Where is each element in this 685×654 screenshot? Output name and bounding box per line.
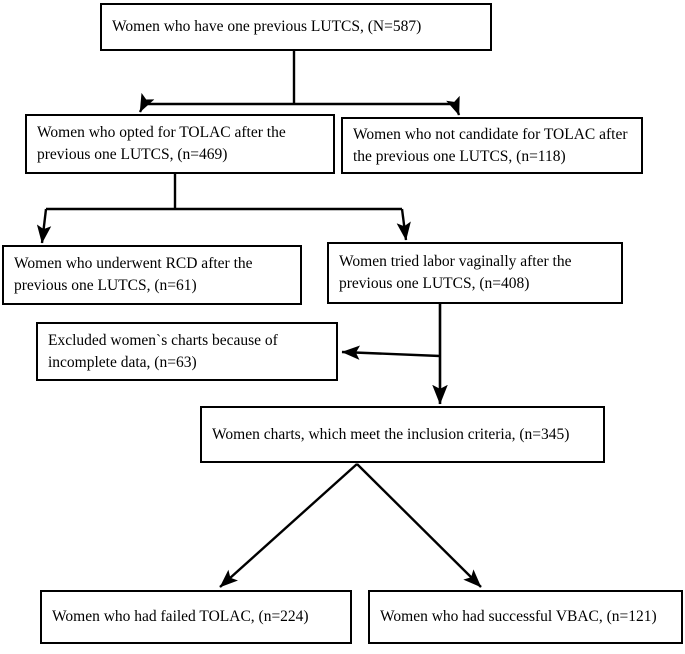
node-label: Excluded women`s charts because of incom… xyxy=(48,331,278,371)
node-label: Women who not candidate for TOLAC after … xyxy=(353,125,628,165)
node-women-underwent-rcd: Women who underwent RCD after the previo… xyxy=(2,245,302,305)
edge-root-to-not-candidate xyxy=(446,95,461,116)
node-label: Women charts, which meet the inclusion c… xyxy=(212,425,570,443)
node-label: Women who opted for TOLAC after the prev… xyxy=(37,124,286,163)
node-women-one-previous-lutcs: Women who have one previous LUTCS, (N=58… xyxy=(100,3,492,51)
node-women-charts-meet-inclusion-criteria: Women charts, which meet the inclusion c… xyxy=(200,406,605,463)
node-women-failed-tolac: Women who had failed TOLAC, (n=224) xyxy=(40,590,352,644)
edge-root-to-tolac xyxy=(138,92,155,113)
edge-tolac-to-tried-labor xyxy=(396,208,411,241)
edge-inclusion-to-failed-tolac xyxy=(219,463,358,588)
node-women-tried-labor-vaginally: Women tried labor vaginally after the pr… xyxy=(327,242,623,304)
edge-tried-labor-to-excluded xyxy=(341,345,441,360)
node-label: Women who had successful VBAC, (n=121) xyxy=(380,608,657,625)
node-label: Women tried labor vaginally after the pr… xyxy=(339,253,572,292)
edge-tolac-to-rcd xyxy=(36,208,52,244)
node-women-not-candidate-for-tolac: Women who not candidate for TOLAC after … xyxy=(341,117,643,174)
node-label: Women who underwent RCD after the previo… xyxy=(14,255,253,294)
edge-root-split xyxy=(144,51,455,106)
node-excluded-charts-incomplete-data: Excluded women`s charts because of incom… xyxy=(36,322,338,381)
node-label: Women who have one previous LUTCS, (N=58… xyxy=(112,18,422,35)
node-label: Women who had failed TOLAC, (n=224) xyxy=(52,608,309,625)
edge-tolac-split xyxy=(46,174,402,211)
node-women-opted-for-tolac: Women who opted for TOLAC after the prev… xyxy=(25,114,335,174)
edge-inclusion-to-successful-vbac xyxy=(356,463,482,588)
node-women-successful-vbac: Women who had successful VBAC, (n=121) xyxy=(368,590,683,644)
